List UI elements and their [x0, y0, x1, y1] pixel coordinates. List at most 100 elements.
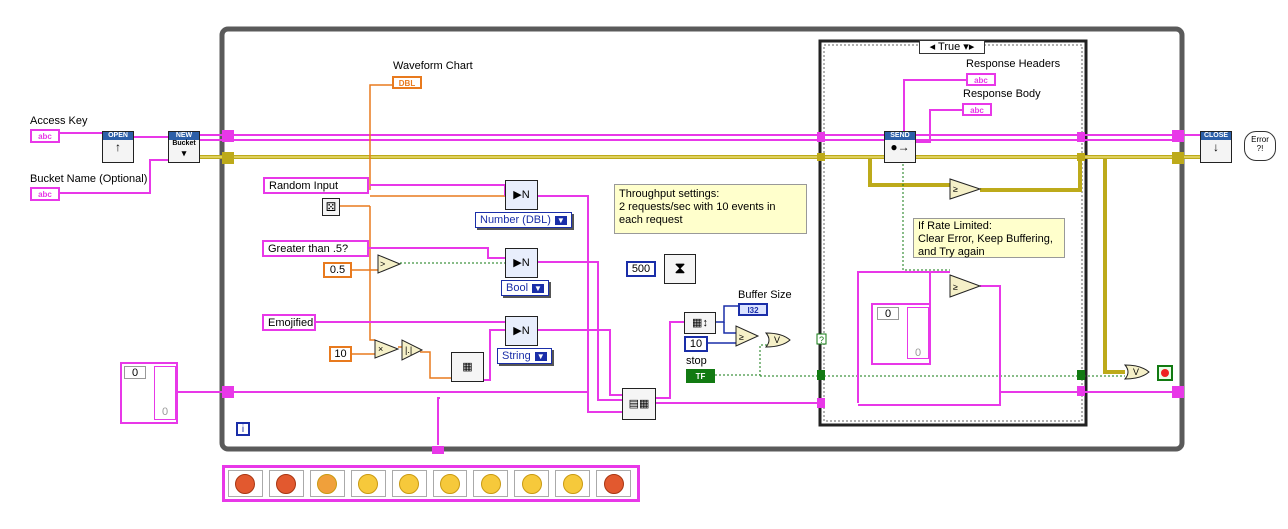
bool-ring[interactable]: Bool▼: [501, 280, 549, 296]
greater-than-control[interactable]: Greater than .5?: [262, 240, 369, 257]
bucket-icon: ▾: [181, 148, 187, 158]
face-star-struck-icon: [562, 473, 583, 494]
emoji-cell[interactable]: [514, 470, 550, 497]
array-index-right[interactable]: 0: [877, 307, 899, 320]
open-subvi-header: OPEN: [103, 132, 133, 140]
emojified-control[interactable]: Emojified: [262, 314, 316, 331]
rate-ms-constant[interactable]: 500: [626, 261, 656, 277]
error-handler-icon[interactable]: Error ?!: [1244, 131, 1276, 161]
buffer-size-label: Buffer Size: [738, 289, 792, 301]
access-key-label: Access Key: [30, 115, 88, 127]
emoji-cell[interactable]: [309, 470, 345, 497]
function-node: [374, 178, 982, 361]
bucket-name-label: Bucket Name (Optional): [30, 173, 148, 185]
waveform-chart-terminal[interactable]: DBL: [392, 76, 422, 89]
send-subvi[interactable]: SEND ●→: [884, 131, 916, 163]
error-text: Error: [1251, 135, 1269, 144]
face-heart-eyes-icon: [603, 473, 624, 494]
svg-text:V: V: [774, 335, 780, 345]
ten-blue-constant[interactable]: 10: [684, 336, 708, 352]
tunnel: [222, 130, 1184, 454]
response-headers-label: Response Headers: [966, 58, 1061, 70]
number-dbl-ring[interactable]: Number (DBL)▼: [475, 212, 572, 228]
close-subvi-header: CLOSE: [1201, 132, 1231, 140]
string-ring[interactable]: String▼: [497, 348, 552, 364]
close-subvi[interactable]: CLOSE ↓: [1200, 131, 1232, 163]
chevron-down-icon: ▼: [554, 216, 567, 225]
case-selector[interactable]: ◂ True ▾▸: [919, 40, 985, 54]
string-text: String: [502, 350, 531, 362]
open-arrow-icon: ↑: [115, 140, 121, 154]
array-constant-right[interactable]: 0 0: [871, 303, 931, 365]
new-bucket-subvi[interactable]: NEW Bucket ▾: [168, 131, 200, 163]
loop-stop-condition-icon[interactable]: [1157, 365, 1173, 381]
info-icon[interactable]: i: [236, 422, 250, 436]
to-variant-string-node[interactable]: ▶N: [505, 316, 538, 346]
array-element-left[interactable]: 0: [154, 366, 176, 420]
face-angry-red-icon: [276, 473, 297, 494]
build-array-node[interactable]: ▤▦: [622, 388, 656, 420]
bucket-name-terminal[interactable]: abc: [30, 187, 60, 201]
greater-than-node: [377, 254, 402, 274]
svg-text:≥: ≥: [739, 332, 744, 342]
bool-text: Bool: [506, 282, 529, 294]
array-constant-left[interactable]: 0 0: [120, 362, 178, 424]
to-variant-number-node[interactable]: ▶N: [505, 180, 538, 210]
throughput-comment: Throughput settings: 2 requests/sec with…: [614, 184, 807, 234]
array-index-left[interactable]: 0: [124, 366, 146, 379]
open-subvi[interactable]: OPEN ↑: [102, 131, 134, 163]
error-symbol: ?!: [1256, 144, 1264, 153]
half-constant[interactable]: 0.5: [323, 262, 352, 278]
ten-orange-constant[interactable]: 10: [329, 346, 352, 362]
rate-limited-comment: If Rate Limited: Clear Error, Keep Buffe…: [913, 218, 1065, 258]
face-grinning-icon: [521, 473, 542, 494]
emoji-cell[interactable]: [268, 470, 304, 497]
svg-text:|.|: |.|: [405, 345, 412, 355]
svg-text:≥: ≥: [953, 184, 958, 194]
while-loop-border: [219, 26, 1185, 452]
emoji-cell[interactable]: [432, 470, 468, 497]
new-bucket-text: Bucket: [172, 140, 196, 147]
emoji-cell[interactable]: [391, 470, 427, 497]
stop-terminal[interactable]: TF: [686, 369, 715, 383]
index-array-node[interactable]: ▦: [451, 352, 484, 382]
multiply-node: [374, 339, 400, 359]
gte-node: [735, 325, 760, 347]
emoji-cell[interactable]: [555, 470, 591, 497]
array-element-right[interactable]: 0: [907, 307, 929, 359]
rate-limited-comment-line: If Rate Limited:: [918, 220, 992, 232]
svg-text:>: >: [380, 259, 385, 269]
face-neutral-icon: [439, 473, 460, 494]
numeric-wire: [340, 84, 510, 379]
response-body-terminal[interactable]: abc: [962, 103, 992, 116]
face-slightly-frowning-icon: [399, 473, 420, 494]
svg-text:?: ?: [819, 335, 824, 345]
select-node-mid: [949, 274, 982, 298]
dice-icon[interactable]: ⚄: [322, 198, 340, 216]
string-wire: [152, 184, 1172, 445]
emoji-array-constant[interactable]: [222, 465, 640, 502]
svg-text:≥: ≥: [953, 282, 958, 292]
round-node: [401, 339, 424, 361]
chevron-down-icon: ▼: [532, 284, 544, 293]
face-cursing-icon: [235, 473, 256, 494]
send-subvi-header: SEND: [885, 132, 915, 140]
new-bucket-header: NEW: [169, 132, 199, 140]
emoji-cell[interactable]: [596, 470, 632, 497]
emoji-cell[interactable]: [350, 470, 386, 497]
response-headers-terminal[interactable]: abc: [966, 73, 996, 86]
emoji-cell[interactable]: [228, 470, 263, 497]
buffer-size-terminal[interactable]: I32: [738, 303, 768, 316]
face-angry-icon: [317, 473, 338, 494]
throughput-comment-line: 2 requests/sec with 10 events in: [619, 201, 776, 213]
access-key-terminal[interactable]: abc: [30, 129, 60, 143]
array-size-node[interactable]: ▦↕: [684, 312, 716, 334]
random-input-control[interactable]: Random Input: [263, 177, 369, 194]
wait-timer-icon[interactable]: ⧗: [664, 254, 696, 284]
close-arrow-icon: ↓: [1213, 140, 1219, 154]
to-variant-bool-node[interactable]: ▶N: [505, 248, 538, 278]
emoji-cell[interactable]: [473, 470, 509, 497]
stop-label: stop: [686, 355, 707, 367]
throughput-comment-line: Throughput settings:: [619, 188, 720, 200]
